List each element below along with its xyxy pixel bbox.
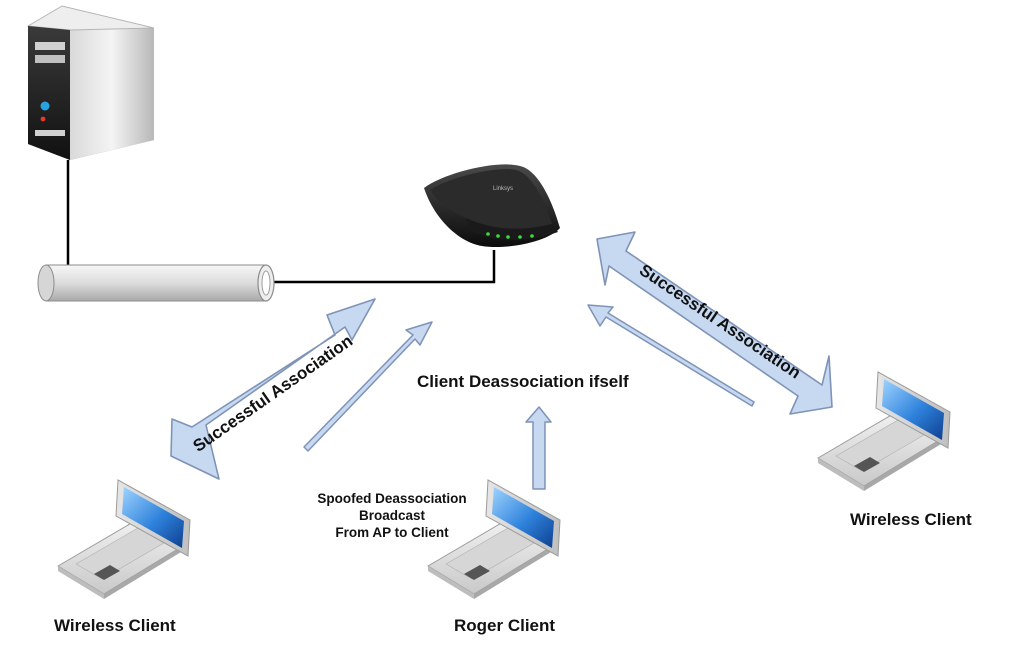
left-client-label: Wireless Client xyxy=(54,616,176,635)
server-icon xyxy=(26,5,155,160)
right-association-label: Successful Association xyxy=(636,260,804,382)
rogue-up-arrow xyxy=(525,406,552,490)
left-association-label: Successful Association xyxy=(189,331,356,456)
right-association-double-arrow: Successful Association xyxy=(596,231,833,415)
spoof-line-3: From AP to Client xyxy=(335,525,449,540)
spoof-arrow-left xyxy=(303,321,433,452)
spoof-deassociation-label: Spoofed Deassociation Broadcast From AP … xyxy=(300,490,484,541)
center-deassociation-label: Client Deassociation ifself xyxy=(417,372,629,391)
left-association-double-arrow: Successful Association xyxy=(170,298,376,480)
spoof-line-2: Broadcast xyxy=(358,508,426,523)
deassoc-arrow-right xyxy=(587,304,755,407)
wired-connection xyxy=(66,160,496,284)
right-client-label: Wireless Client xyxy=(850,510,972,529)
right-laptop-icon xyxy=(817,371,951,492)
spoof-line-1: Spoofed Deassociation xyxy=(317,491,467,506)
router-icon: Linksys xyxy=(424,164,560,248)
rogue-client-label: Roger Client xyxy=(454,616,556,635)
router-brand-label: Linksys xyxy=(493,186,513,192)
left-laptop-icon xyxy=(57,479,191,600)
backbone-pipe xyxy=(37,264,275,302)
